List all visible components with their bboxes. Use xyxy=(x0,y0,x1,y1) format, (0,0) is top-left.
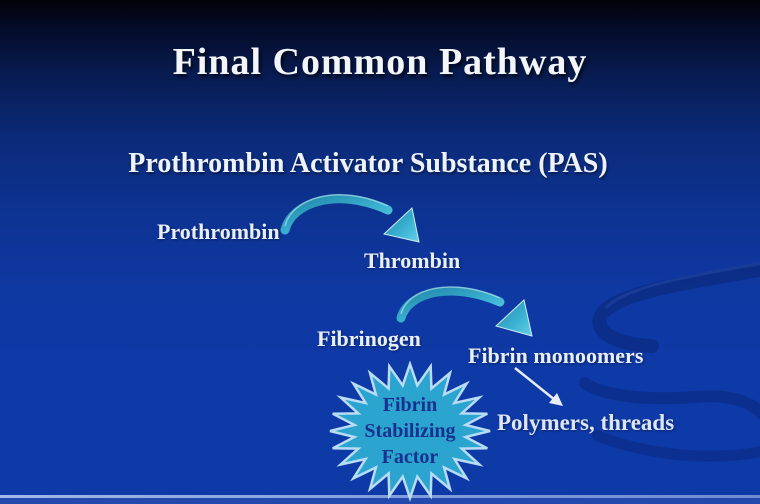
fibrinogen-to-monoomers-curved-arrow-icon xyxy=(396,286,533,337)
fibrin-stabilizing-factor-starburst-icon xyxy=(329,361,491,502)
starburst-label-line1: Fibrin xyxy=(382,394,438,416)
node-thrombin: Thrombin xyxy=(364,248,461,273)
slide-subtitle: Prothrombin Activator Substance (PAS) xyxy=(128,148,608,179)
monoomers-to-polymers-arrow-icon xyxy=(514,367,563,406)
node-polymers-threads: Polymers, threads xyxy=(497,410,675,435)
starburst-label: Fibrin Stabilizing Factor xyxy=(326,392,494,470)
starburst-label-line3: Factor xyxy=(381,446,439,468)
node-fibrinogen: Fibrinogen xyxy=(317,326,421,351)
prothrombin-to-thrombin-curved-arrow-icon xyxy=(280,193,420,243)
starburst-label-line2: Stabilizing xyxy=(364,420,456,442)
node-prothrombin: Prothrombin xyxy=(157,219,280,244)
node-fibrin-monoomers: Fibrin monoomers xyxy=(468,343,644,368)
footer-strip xyxy=(0,498,760,504)
footer-accent-line xyxy=(0,495,760,498)
slide-title: Final Common Pathway xyxy=(172,41,588,83)
